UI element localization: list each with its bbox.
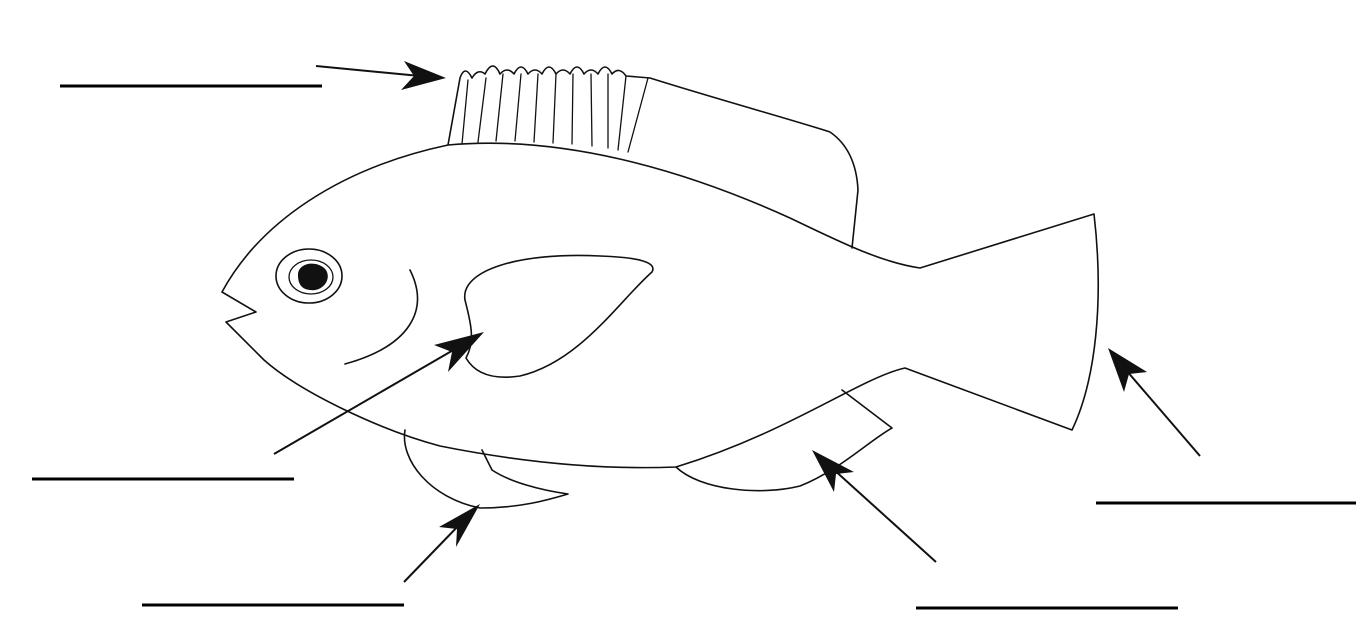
eye xyxy=(276,249,342,303)
dorsal-fin-spines xyxy=(462,74,648,152)
arrow-dorsal xyxy=(316,61,446,90)
arrow-pelvic xyxy=(404,504,480,582)
label-lines xyxy=(32,86,1356,608)
fish-body-outline xyxy=(222,143,1098,467)
pectoral-fin xyxy=(465,255,653,377)
gill-cover xyxy=(345,270,417,364)
pelvic-fin xyxy=(404,430,568,508)
anal-fin xyxy=(676,390,892,491)
arrows xyxy=(274,61,1200,582)
pupil xyxy=(298,264,328,291)
fish-drawing xyxy=(222,66,1098,508)
arrow-anal xyxy=(812,450,936,562)
arrow-caudal xyxy=(1108,348,1200,456)
